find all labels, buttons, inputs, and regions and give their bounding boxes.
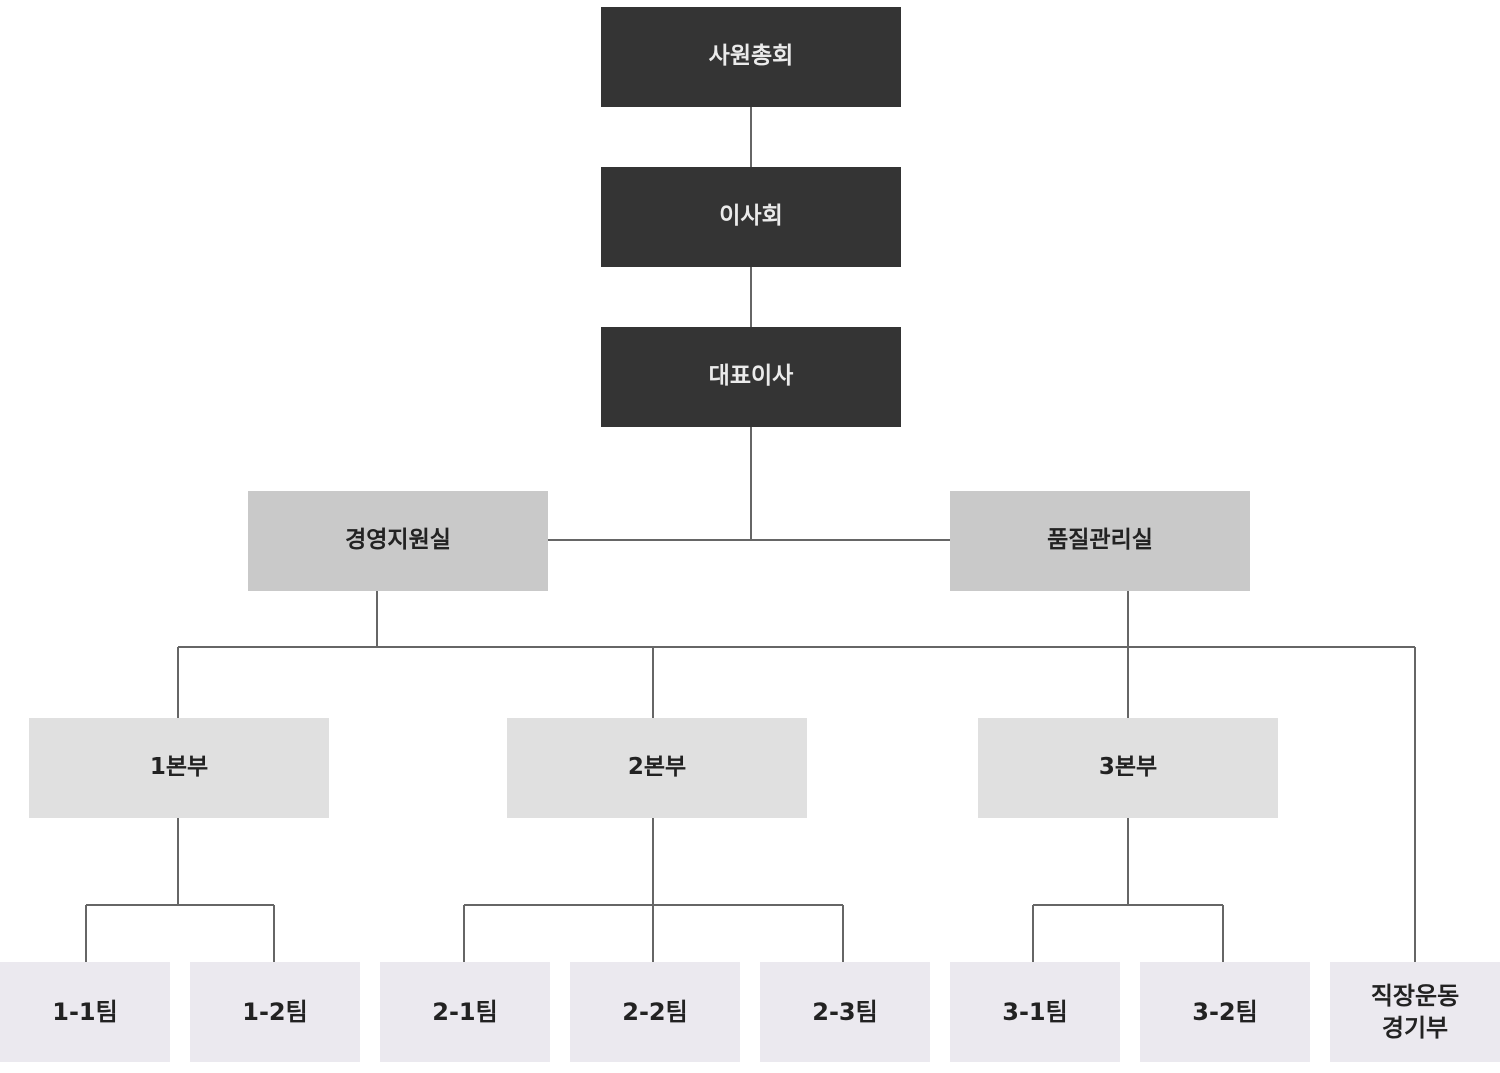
node-team-3-1: 3-1팀 <box>950 962 1120 1062</box>
node-ceo: 대표이사 <box>601 327 901 427</box>
node-team-3-2: 3-2팀 <box>1140 962 1310 1062</box>
node-general-meeting-label: 사원총회 <box>708 43 794 70</box>
node-team-2-3: 2-3팀 <box>760 962 930 1062</box>
node-general-meeting: 사원총회 <box>601 7 901 107</box>
node-team-2-3-label: 2-3팀 <box>812 997 878 1026</box>
node-sports-department-label: 직장운동 경기부 <box>1370 981 1460 1042</box>
node-team-2-2: 2-2팀 <box>570 962 740 1062</box>
node-quality-management-office: 품질관리실 <box>950 491 1250 591</box>
node-division-2: 2본부 <box>507 718 807 818</box>
node-division-1-label: 1본부 <box>149 754 209 781</box>
node-team-1-2: 1-2팀 <box>190 962 360 1062</box>
node-division-1: 1본부 <box>29 718 329 818</box>
node-management-support-office: 경영지원실 <box>248 491 548 591</box>
node-division-3: 3본부 <box>978 718 1278 818</box>
node-ceo-label: 대표이사 <box>708 363 794 390</box>
node-team-3-1-label: 3-1팀 <box>1002 997 1068 1026</box>
node-board-of-directors: 이사회 <box>601 167 901 267</box>
node-division-2-label: 2본부 <box>627 754 687 781</box>
node-sports-department: 직장운동 경기부 <box>1330 962 1500 1062</box>
node-quality-management-label: 품질관리실 <box>1047 527 1153 554</box>
node-team-1-2-label: 1-2팀 <box>242 997 308 1026</box>
node-team-1-1-label: 1-1팀 <box>52 997 118 1026</box>
node-team-3-2-label: 3-2팀 <box>1192 997 1258 1026</box>
node-division-3-label: 3본부 <box>1098 754 1158 781</box>
node-management-support-label: 경영지원실 <box>345 527 451 554</box>
node-team-1-1: 1-1팀 <box>0 962 170 1062</box>
node-team-2-1: 2-1팀 <box>380 962 550 1062</box>
node-team-2-1-label: 2-1팀 <box>432 997 498 1026</box>
node-team-2-2-label: 2-2팀 <box>622 997 688 1026</box>
node-board-label: 이사회 <box>719 203 783 230</box>
